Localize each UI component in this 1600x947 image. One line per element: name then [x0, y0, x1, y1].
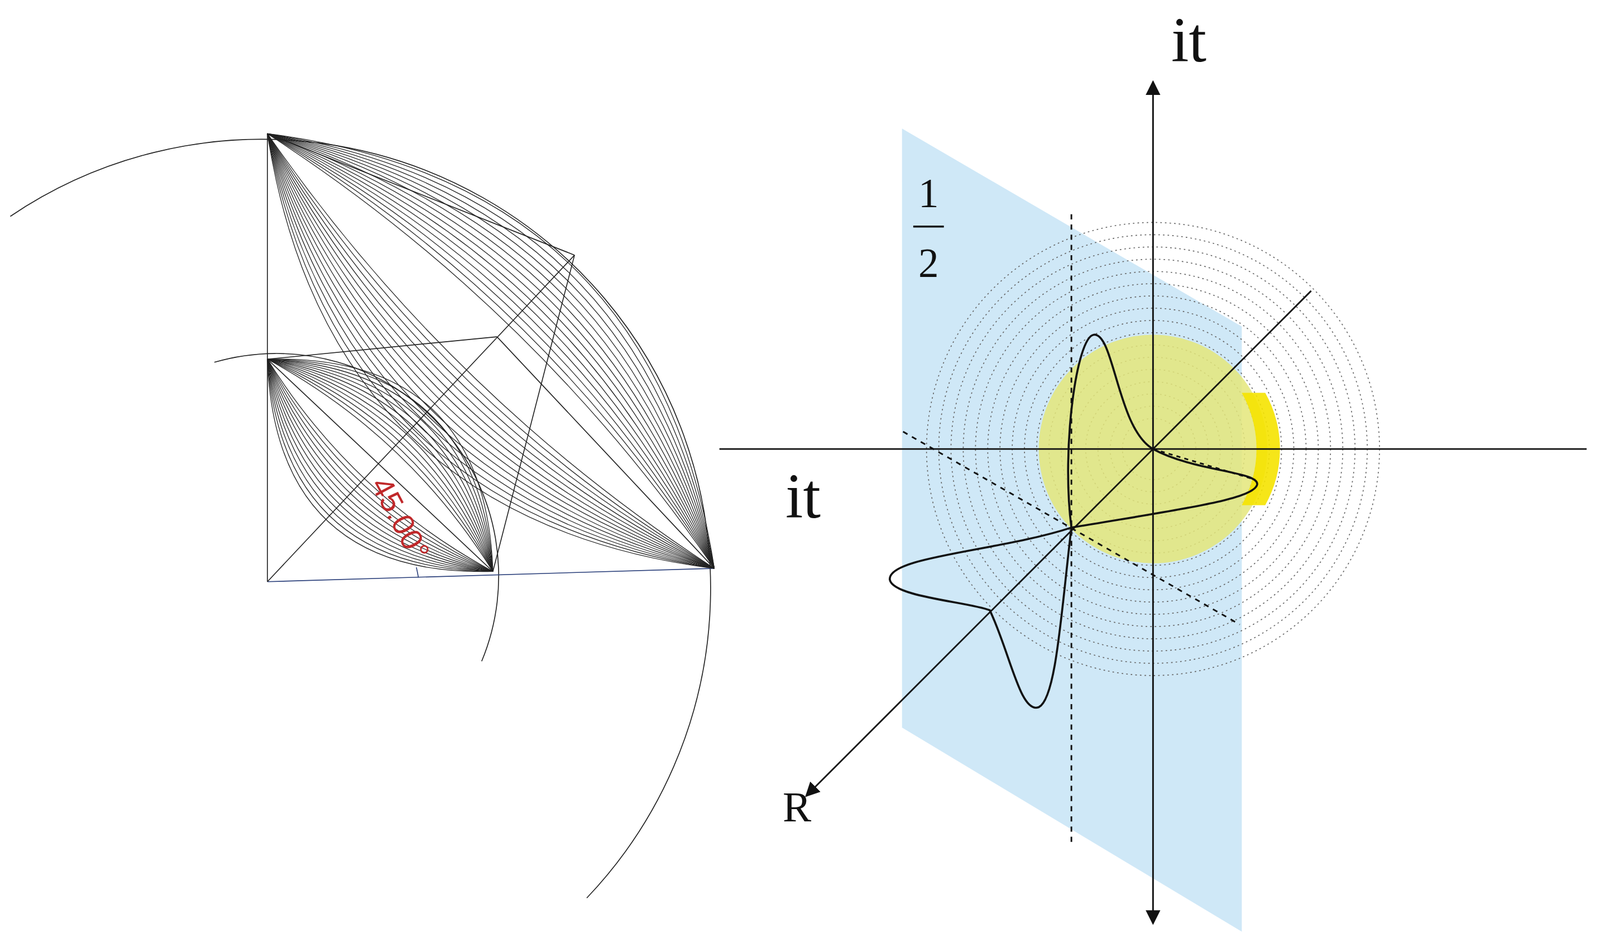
curve-family — [267, 133, 715, 569]
curve-family — [267, 133, 715, 569]
curve-family — [267, 358, 493, 572]
curve-family — [267, 133, 715, 569]
axis-label: it — [1171, 8, 1207, 73]
curve-family — [267, 133, 715, 569]
curve-family — [267, 133, 715, 569]
curve-family — [267, 358, 493, 572]
axis-label: R — [782, 785, 812, 829]
curve-family — [267, 358, 493, 572]
curve-family — [267, 358, 493, 572]
fraction-numerator: 1 — [918, 173, 940, 215]
curve-family — [267, 133, 715, 569]
curve-family — [267, 358, 493, 572]
curve-family — [267, 133, 715, 569]
curve-family — [267, 133, 715, 569]
curve-family — [267, 358, 493, 572]
curve-family — [267, 358, 493, 572]
curve-family — [267, 358, 493, 572]
curve-family — [267, 133, 715, 569]
curve-family — [267, 358, 493, 572]
fraction-denominator: 2 — [918, 242, 940, 284]
curve-family — [267, 133, 715, 569]
curve-family — [267, 358, 493, 572]
curve-family — [267, 133, 715, 569]
curve-family — [267, 358, 493, 572]
curve-family — [267, 133, 715, 569]
curve-family — [267, 133, 715, 569]
curve-family — [267, 133, 715, 569]
curve-family — [267, 133, 715, 569]
curve-family — [267, 133, 715, 569]
curve-family — [267, 133, 715, 569]
curve-family — [267, 133, 715, 569]
curve-family — [267, 358, 493, 572]
curve-family — [267, 133, 715, 569]
axis-label: it — [785, 465, 821, 529]
curve-family — [267, 358, 493, 572]
curve-family — [267, 133, 715, 569]
curve-family — [267, 133, 715, 569]
curve-family — [267, 133, 715, 569]
curve-family — [267, 358, 493, 572]
curve-family — [267, 358, 493, 572]
angle-label: 45.00° — [365, 471, 435, 565]
curve-family — [267, 358, 493, 572]
curve-family — [267, 133, 715, 569]
curve-family — [267, 133, 715, 569]
curve-family — [267, 358, 493, 572]
curve-family — [267, 358, 493, 572]
curve-family — [267, 133, 715, 569]
curve-family — [267, 133, 715, 569]
curve-family — [267, 358, 493, 572]
curve-family — [267, 358, 493, 572]
curve-family — [267, 133, 715, 569]
curve-family — [267, 358, 493, 572]
curve-family — [267, 358, 493, 572]
curve-family — [267, 358, 493, 572]
curve-family — [267, 133, 715, 569]
curve-family — [267, 358, 493, 572]
